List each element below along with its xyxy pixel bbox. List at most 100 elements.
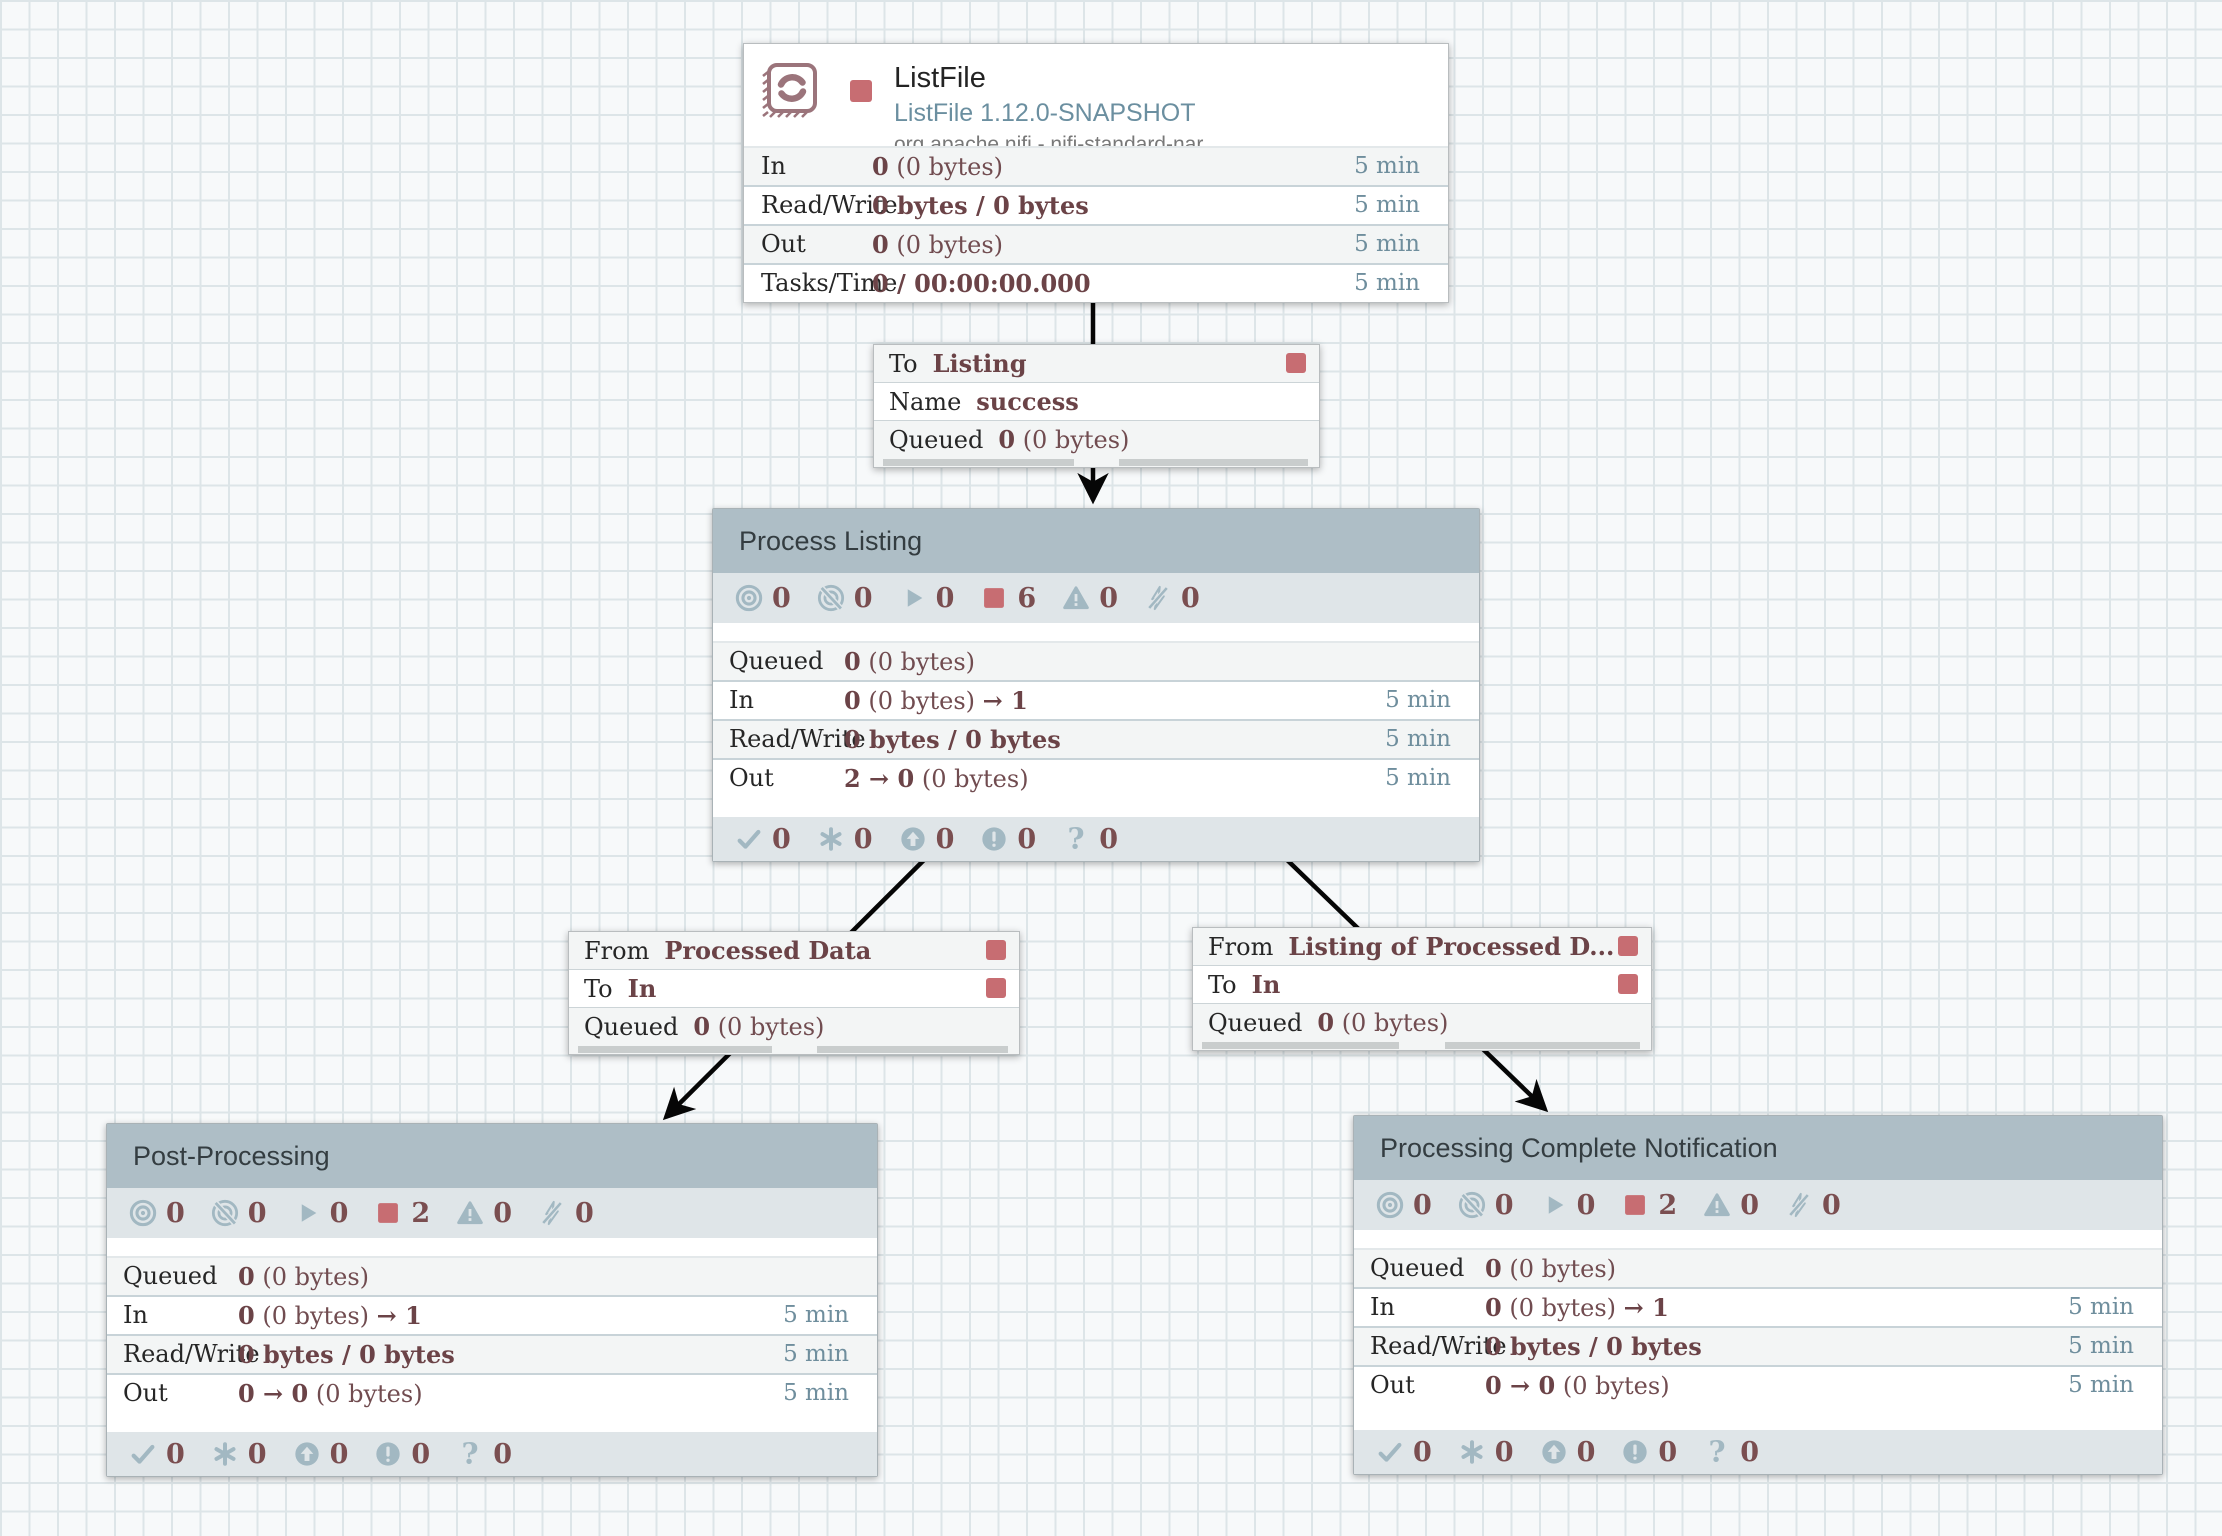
stat-label: Read/Write xyxy=(729,725,866,753)
locally-modified-stale-icon xyxy=(1621,1438,1649,1466)
stat-label: In xyxy=(1370,1293,1395,1321)
not-transmitting-count-value: 0 xyxy=(853,582,873,614)
locally-modified-count: 0 xyxy=(211,1439,267,1470)
connection-row-value: 0 (0 bytes) xyxy=(1317,1008,1449,1037)
processor-listfile[interactable]: ListFile ListFile 1.12.0-SNAPSHOT org.ap… xyxy=(743,43,1449,303)
process-group-header[interactable]: Process Listing xyxy=(713,509,1479,573)
stopped-state-icon xyxy=(1286,353,1306,373)
locally-modified-stale-count-value: 0 xyxy=(411,1438,431,1470)
stat-value: 0 (0 bytes) xyxy=(844,647,976,676)
stat-timeframe: 5 min xyxy=(1385,726,1451,752)
locally-modified-count-value: 0 xyxy=(247,1438,267,1470)
stopped-state-icon xyxy=(986,978,1006,998)
queue-percent-bars xyxy=(874,458,1319,467)
connection-row-label: Queued xyxy=(584,1013,679,1041)
sync-failure-count: ?0 xyxy=(456,1436,512,1470)
connection-row-value: 0 (0 bytes) xyxy=(693,1012,825,1041)
processor-type-version: ListFile 1.12.0-SNAPSHOT xyxy=(894,99,1196,127)
stopped-count-value: 6 xyxy=(1017,582,1037,614)
sync-failure-count: ?0 xyxy=(1703,1434,1759,1468)
sync-failure-icon: ? xyxy=(456,1436,484,1470)
up-to-date-count: 0 xyxy=(129,1439,185,1470)
stopped-count-value: 2 xyxy=(411,1197,431,1229)
connection-row-value: Listing of Processed D... xyxy=(1288,932,1615,961)
connection-row-value: success xyxy=(976,387,1079,416)
stat-value: 0 (0 bytes) xyxy=(1485,1254,1617,1283)
stat-timeframe: 5 min xyxy=(1354,231,1420,257)
process-group-title: Process Listing xyxy=(739,525,923,556)
sync-failure-count-value: 0 xyxy=(1740,1436,1759,1468)
process-group-title: Processing Complete Notification xyxy=(1380,1132,1778,1163)
up-to-date-icon xyxy=(1376,1438,1404,1466)
running-count-value: 0 xyxy=(329,1197,349,1229)
invalid-count: 0 xyxy=(1062,583,1118,614)
processor-icon xyxy=(758,60,822,124)
queue-count-percent-bar xyxy=(882,459,1075,466)
stat-label: Read/Write xyxy=(1370,1332,1507,1360)
stale-count-value: 0 xyxy=(1576,1436,1596,1468)
processor-header: ListFile ListFile 1.12.0-SNAPSHOT org.ap… xyxy=(744,44,1448,155)
invalid-icon xyxy=(1703,1191,1731,1219)
process-group-header[interactable]: Processing Complete Notification xyxy=(1354,1116,2162,1180)
up-to-date-icon xyxy=(735,825,763,853)
locally-modified-stale-count: 0 xyxy=(374,1439,430,1470)
stat-row-queued: Queued 0 (0 bytes) xyxy=(1354,1248,2162,1287)
running-count-value: 0 xyxy=(935,582,955,614)
stat-label: Queued xyxy=(729,647,824,675)
stat-value: 0 → 0 (0 bytes) xyxy=(1485,1371,1670,1400)
svg-text:?: ? xyxy=(1068,825,1085,853)
locally-modified-icon xyxy=(817,825,845,853)
disabled-icon xyxy=(538,1199,566,1227)
stat-timeframe: 5 min xyxy=(783,1380,849,1406)
disabled-icon xyxy=(1785,1191,1813,1219)
transmitting-icon xyxy=(735,584,763,612)
stat-value: 0 → 0 (0 bytes) xyxy=(238,1379,423,1408)
stat-label: In xyxy=(761,152,786,180)
transmitting-icon xyxy=(1376,1191,1404,1219)
connection-row-queued: Queued 0 (0 bytes) xyxy=(569,1007,1019,1045)
stat-value: 0 (0 bytes) xyxy=(872,152,1004,181)
stat-timeframe: 5 min xyxy=(783,1302,849,1328)
transmitting-count: 0 xyxy=(735,583,791,614)
stat-label: Out xyxy=(729,764,774,792)
transmitting-count: 0 xyxy=(129,1198,185,1229)
process-group-header[interactable]: Post-Processing xyxy=(107,1124,877,1188)
disabled-count-value: 0 xyxy=(1821,1189,1841,1221)
invalid-icon xyxy=(456,1199,484,1227)
stopped-icon xyxy=(374,1199,402,1227)
not-transmitting-icon xyxy=(1458,1191,1486,1219)
queue-size-percent-bar xyxy=(816,1046,1008,1053)
queue-percent-bars xyxy=(569,1045,1019,1054)
stopped-count: 6 xyxy=(980,583,1036,614)
stat-label: Queued xyxy=(1370,1254,1465,1282)
sync-failure-icon: ? xyxy=(1062,821,1090,855)
invalid-count: 0 xyxy=(1703,1190,1759,1221)
stale-count: 0 xyxy=(899,824,954,855)
queue-count-percent-bar xyxy=(578,1046,772,1053)
stopped-state-icon xyxy=(850,80,872,102)
running-icon xyxy=(1540,1191,1568,1219)
invalid-count-value: 0 xyxy=(1740,1189,1759,1221)
queue-size-percent-bar xyxy=(1444,1042,1640,1049)
